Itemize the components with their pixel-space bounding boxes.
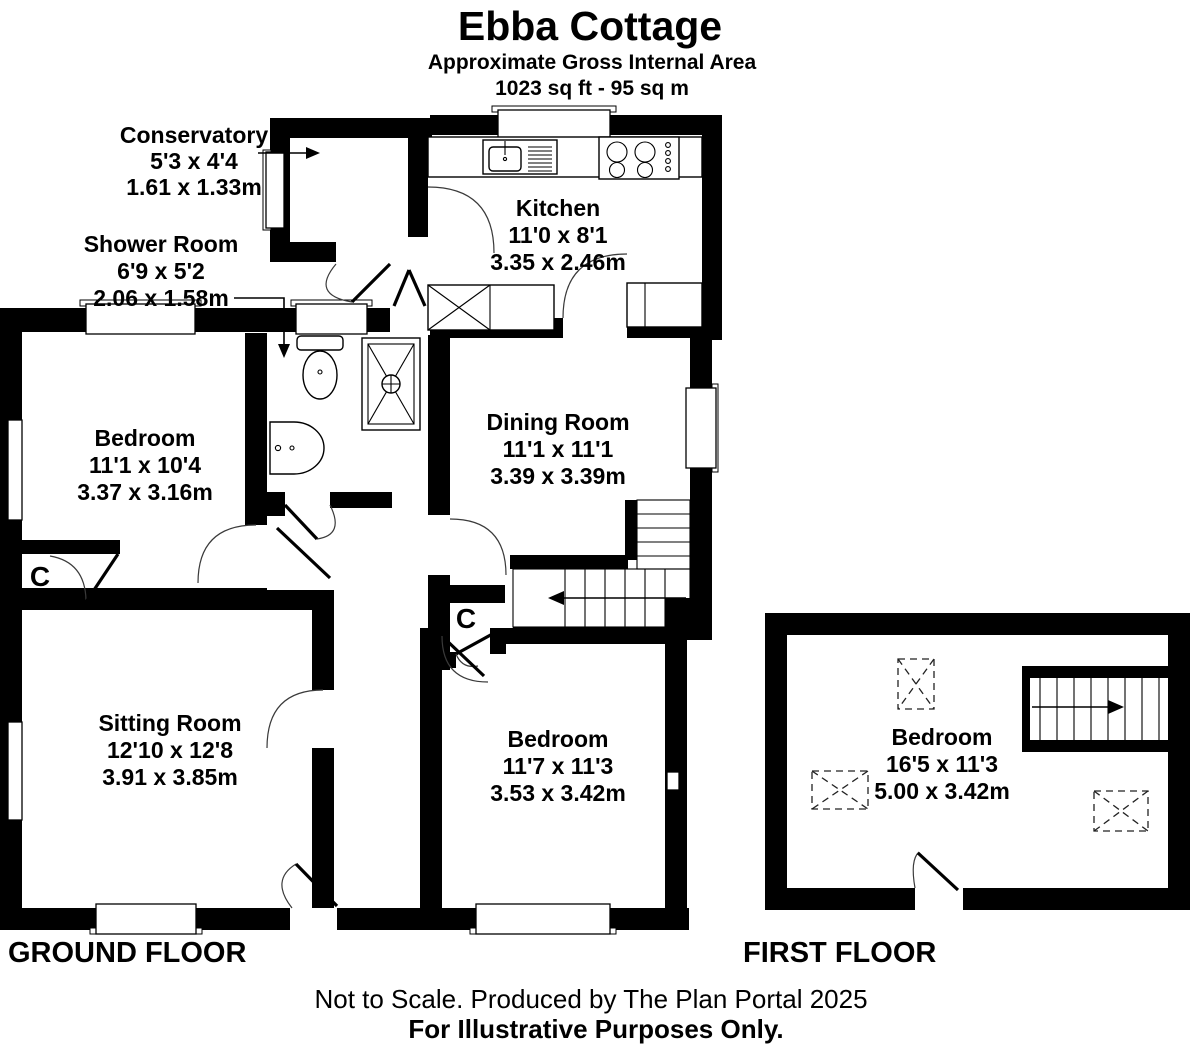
room-name: Bedroom — [892, 724, 993, 750]
room-bedroom-front: Bedroom 11'1 x 10'4 3.37 x 3.16m — [77, 425, 213, 505]
room-name: Dining Room — [486, 409, 629, 435]
ground-floor-stairs — [512, 499, 691, 628]
closet-label-hall: C — [456, 603, 476, 634]
plan-title: Ebba Cottage — [458, 3, 722, 49]
room-dining: Dining Room 11'1 x 11'1 3.39 x 3.39m — [486, 409, 629, 489]
roof-light-icon — [897, 658, 935, 710]
room-bedroom-rear: Bedroom 11'7 x 11'3 3.53 x 3.42m — [490, 726, 626, 806]
room-size-imperial: 6'9 x 5'2 — [117, 258, 205, 284]
basin-icon — [269, 421, 325, 475]
room-size-imperial: 11'1 x 11'1 — [503, 436, 614, 462]
room-shower: Shower Room 6'9 x 5'2 2.06 x 1.58m — [84, 231, 239, 311]
shower-icon — [361, 337, 421, 431]
roof-light-markers — [811, 658, 1149, 832]
plan-area: 1023 sq ft - 95 sq m — [495, 77, 689, 100]
first-floor-label: FIRST FLOOR — [743, 937, 936, 969]
room-size-imperial: 12'10 x 12'8 — [107, 737, 233, 763]
room-size-imperial: 16'5 x 11'3 — [886, 751, 998, 777]
plan-footer: Not to Scale. Produced by The Plan Porta… — [314, 984, 867, 1044]
room-name: Conservatory — [120, 122, 268, 148]
room-sitting: Sitting Room 12'10 x 12'8 3.91 x 3.85m — [98, 710, 241, 790]
room-size-metric: 3.91 x 3.85m — [102, 764, 238, 790]
footer-disclaimer: Not to Scale. Produced by The Plan Porta… — [314, 984, 867, 1014]
room-bedroom-first: Bedroom 16'5 x 11'3 5.00 x 3.42m — [874, 724, 1010, 804]
ground-floor-windows — [7, 105, 719, 935]
kitchen-fixtures — [427, 136, 703, 331]
room-size-metric: 3.37 x 3.16m — [77, 479, 213, 505]
room-name: Shower Room — [84, 231, 239, 257]
room-size-metric: 3.39 x 3.39m — [490, 463, 626, 489]
room-name: Kitchen — [516, 195, 600, 221]
first-floor-door — [912, 851, 960, 892]
room-size-metric: 1.61 x 1.33m — [126, 174, 262, 200]
closet-label-bedroom: C — [30, 561, 50, 592]
room-size-metric: 3.53 x 3.42m — [490, 780, 626, 806]
room-name: Bedroom — [95, 425, 196, 451]
label-leaders — [234, 147, 320, 358]
sink-icon — [482, 139, 558, 175]
ground-floor-doors — [49, 186, 628, 909]
room-size-metric: 3.35 x 2.46m — [490, 249, 626, 275]
room-name: Sitting Room — [98, 710, 241, 736]
room-size-imperial: 5'3 x 4'4 — [150, 148, 238, 174]
kitchen-appliance-counter — [427, 282, 703, 331]
first-floor-stairs — [1032, 678, 1160, 740]
room-size-imperial: 11'0 x 8'1 — [508, 222, 607, 248]
toilet-icon — [296, 335, 344, 400]
hob-icon — [598, 136, 680, 180]
roof-light-icon — [1093, 790, 1149, 832]
shower-room-fixtures — [269, 335, 421, 475]
room-size-imperial: 11'1 x 10'4 — [89, 452, 201, 478]
roof-light-icon — [811, 770, 869, 810]
room-size-metric: 2.06 x 1.58m — [93, 285, 229, 311]
room-size-imperial: 11'7 x 11'3 — [503, 753, 614, 779]
plan-subtitle: Approximate Gross Internal Area — [428, 51, 757, 74]
first-floor-walls — [765, 613, 1190, 910]
footer-illustrative: For Illustrative Purposes Only. — [408, 1014, 783, 1044]
room-size-metric: 5.00 x 3.42m — [874, 778, 1010, 804]
ground-floor-label: GROUND FLOOR — [8, 937, 246, 969]
room-kitchen: Kitchen 11'0 x 8'1 3.35 x 2.46m — [490, 195, 626, 275]
room-conservatory: Conservatory 5'3 x 4'4 1.61 x 1.33m — [120, 122, 268, 200]
plan-header: Ebba Cottage Approximate Gross Internal … — [428, 3, 757, 100]
room-name: Bedroom — [508, 726, 609, 752]
